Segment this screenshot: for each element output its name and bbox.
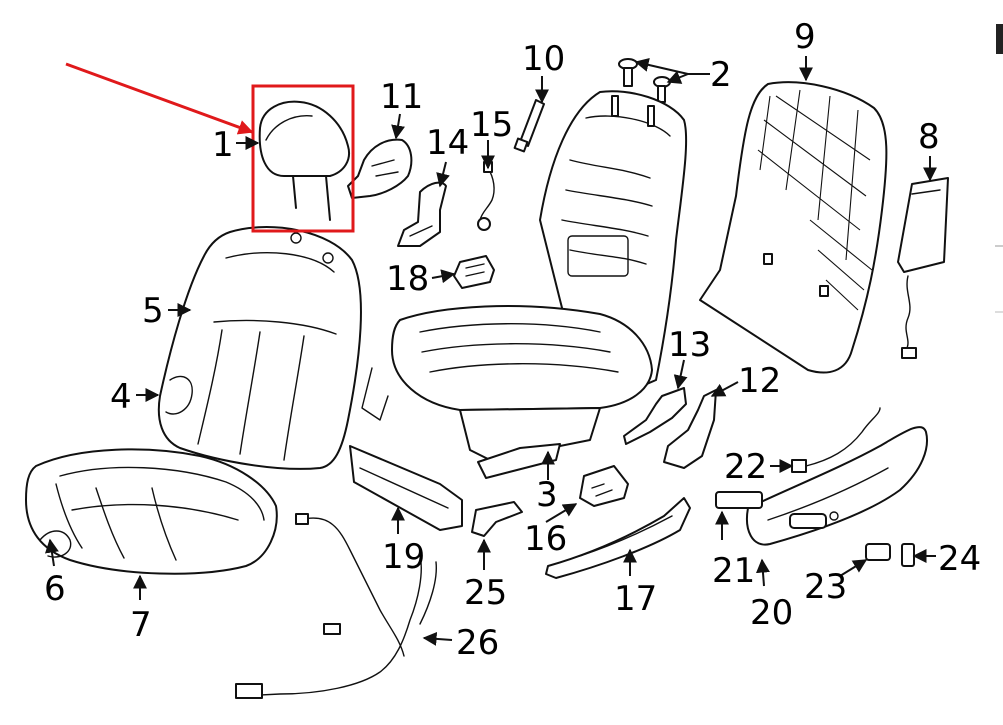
rod-10-part [513, 99, 545, 153]
callout-label-4: 4 [110, 377, 132, 417]
callout-label-17: 17 [614, 579, 657, 619]
bracket-12-part [663, 389, 717, 469]
airbag-module-8-part [897, 177, 949, 359]
clip-18-part [453, 255, 495, 289]
callout-label-14: 14 [426, 123, 469, 163]
headrest-part [258, 100, 350, 221]
callout-label-2: 2 [710, 55, 732, 95]
callout-label-18: 18 [386, 259, 429, 299]
side-panel-19-part [349, 445, 463, 531]
seat-frame-part [361, 90, 688, 479]
callout-label-22: 22 [724, 447, 767, 487]
seat-cushion-part [25, 448, 278, 575]
callout-label-20: 20 [750, 593, 793, 633]
lever-cover-25-part [471, 501, 523, 537]
back-board-9-part [699, 81, 888, 374]
callout-label-26: 26 [456, 623, 499, 663]
harness-26-part [235, 513, 438, 699]
callout-label-7: 7 [130, 605, 152, 645]
seatback-cushion-part [157, 226, 362, 470]
callout-label-11: 11 [380, 77, 423, 117]
callout-label-21: 21 [712, 551, 755, 591]
highlight-arrow [65, 62, 254, 135]
callout-label-8: 8 [918, 117, 940, 157]
callout-labels: 1 2 3 4 5 6 7 8 9 10 11 12 13 14 15 16 1… [44, 17, 981, 663]
trim-cover-11-part [347, 138, 413, 199]
bracket-16-part [579, 465, 629, 507]
bracket-14-part [397, 181, 447, 247]
side-shield-17-part [545, 497, 691, 579]
callout-label-16: 16 [524, 519, 567, 559]
callout-label-1: 1 [212, 125, 234, 165]
leader-lines [44, 56, 937, 646]
callout-label-3: 3 [536, 475, 558, 515]
knob-23-part [865, 543, 891, 561]
switch-21-part [715, 491, 763, 509]
callout-label-12: 12 [738, 361, 781, 401]
callout-label-5: 5 [142, 291, 164, 331]
knob-24-part [901, 543, 915, 567]
callout-label-15: 15 [470, 105, 513, 145]
callout-label-24: 24 [938, 539, 981, 579]
switch-panel-20-part [746, 426, 928, 546]
cable-15-part [477, 161, 495, 231]
edge-artifact-top [996, 24, 1003, 54]
callout-label-19: 19 [382, 537, 425, 577]
bracket-13-part [623, 387, 687, 445]
callout-label-6: 6 [44, 569, 66, 609]
callout-label-23: 23 [804, 567, 847, 607]
callout-label-25: 25 [464, 573, 507, 613]
callout-label-10: 10 [522, 39, 565, 79]
callout-label-13: 13 [668, 325, 711, 365]
highlight-box [251, 84, 355, 233]
callout-label-9: 9 [794, 17, 816, 57]
